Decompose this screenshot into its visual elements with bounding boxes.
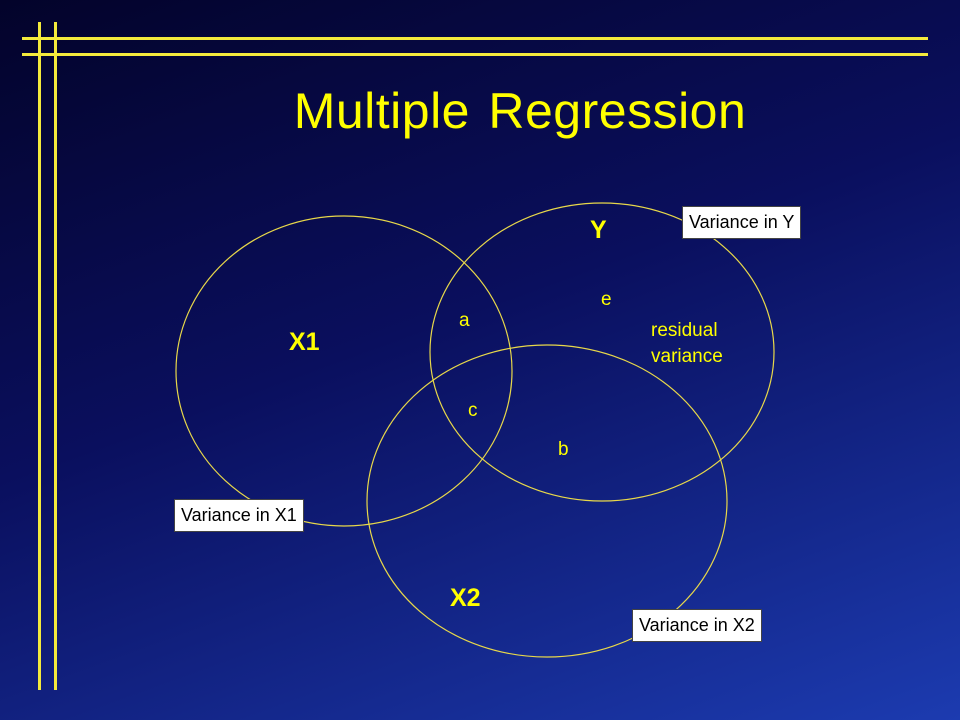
callout-variance-x2: Variance in X2 — [632, 609, 762, 642]
callout-variance-y: Variance in Y — [682, 206, 802, 239]
set-label-x1: X1 — [289, 328, 320, 356]
region-label-b: b — [558, 439, 569, 460]
left-rule-outer — [38, 22, 41, 690]
left-rule-inner — [54, 22, 57, 690]
slide-title: Multiple Regression — [293, 83, 747, 139]
set-label-x2: X2 — [450, 584, 481, 612]
region-label-c: c — [468, 400, 478, 421]
set-label-y: Y — [590, 216, 607, 244]
residual-variance-label: residual variance — [651, 318, 723, 370]
top-rule-upper — [22, 37, 928, 40]
residual-line-1: residual — [651, 320, 718, 341]
callout-variance-x1: Variance in X1 — [174, 499, 304, 532]
circle-x1 — [175, 215, 513, 527]
region-label-e: e — [601, 289, 612, 310]
circle-y — [429, 202, 775, 502]
residual-line-2: variance — [651, 346, 723, 367]
top-rule-lower — [22, 53, 928, 56]
region-label-a: a — [459, 310, 470, 331]
circle-x2 — [366, 344, 728, 658]
